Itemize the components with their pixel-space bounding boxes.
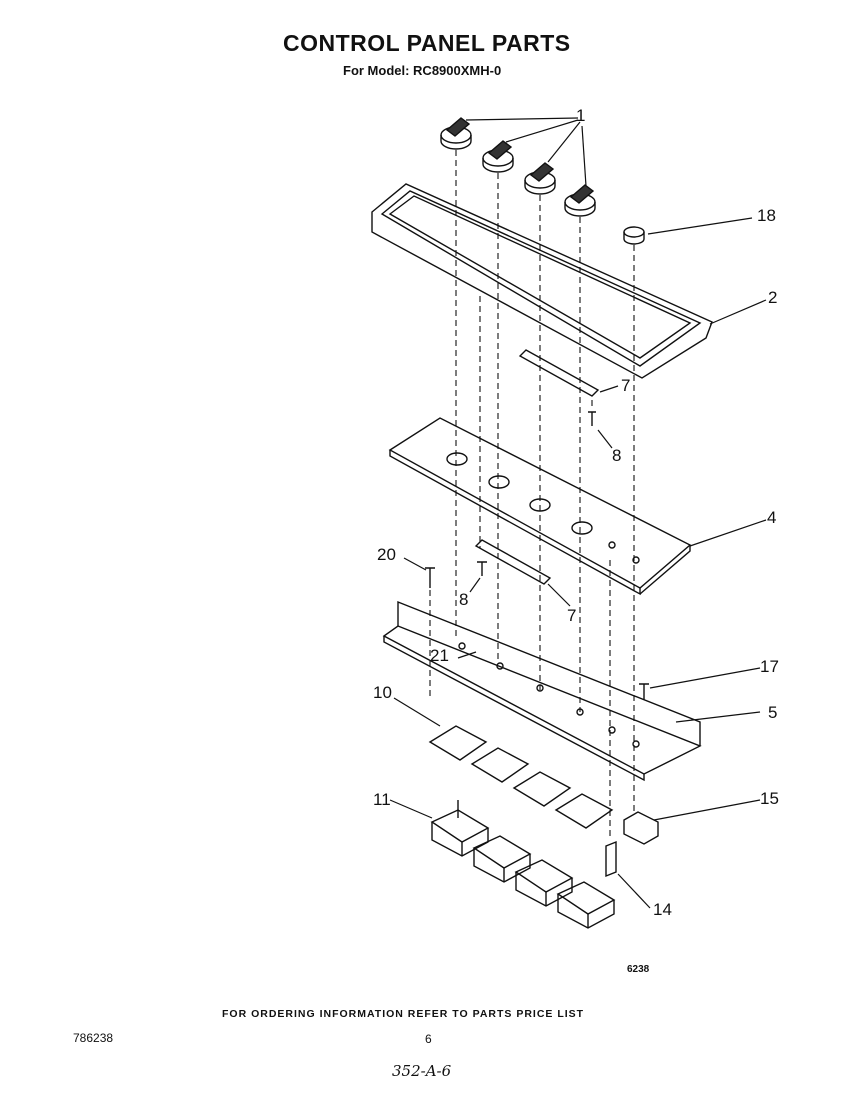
pad-2 [470, 747, 530, 783]
pad-1 [428, 725, 488, 761]
page-title: CONTROL PANEL PARTS [283, 30, 571, 56]
document-number: 786238 [73, 1031, 114, 1045]
screw-8-lower [477, 561, 487, 576]
screw-20 [425, 567, 435, 588]
ordering-note: FOR ORDERING INFORMATION REFER TO PARTS … [222, 1008, 585, 1020]
page-number: 6 [425, 1032, 432, 1046]
panel-part-5 [382, 600, 702, 782]
knob-4 [564, 184, 596, 217]
callout-4: 4 [767, 508, 777, 527]
knob-1 [440, 117, 472, 150]
callout-21: 21 [430, 646, 449, 665]
switch-4 [556, 881, 616, 929]
switch-3 [514, 859, 574, 907]
switch-part-15 [623, 811, 659, 845]
knob-2 [482, 140, 514, 173]
screw-8-upper [588, 411, 596, 426]
bracket-7-lower [474, 539, 552, 585]
callout-11: 11 [373, 790, 391, 809]
switch-1 [430, 800, 490, 857]
callout-8-lower: 8 [459, 590, 469, 609]
callout-20: 20 [377, 545, 396, 564]
model-subtitle: For Model: RC8900XMH-0 [343, 63, 502, 78]
bracket-7-upper [518, 349, 600, 397]
pad-4 [554, 793, 614, 829]
figure-code: 6238 [627, 964, 650, 975]
callout-8-upper: 8 [612, 446, 622, 465]
pad-3 [512, 771, 572, 807]
callout-2: 2 [768, 288, 778, 307]
callout-15: 15 [760, 789, 779, 808]
callout-10: 10 [373, 683, 392, 702]
callout-7-lower: 7 [567, 606, 577, 625]
lamp-part-14 [605, 840, 617, 878]
callout-7-upper: 7 [621, 376, 631, 395]
knob-3 [524, 162, 556, 195]
callout-18: 18 [757, 206, 776, 225]
frame-part-2 [371, 183, 713, 379]
callout-5: 5 [768, 703, 778, 722]
screw-17 [639, 683, 649, 700]
handwritten-note: 352-A-6 [392, 1062, 452, 1080]
panel-part-4 [388, 417, 692, 596]
switch-2 [472, 835, 532, 883]
callout-14: 14 [653, 900, 672, 919]
small-knob-18 [623, 226, 645, 245]
callout-1: 1 [576, 106, 586, 125]
callout-17: 17 [760, 657, 779, 676]
